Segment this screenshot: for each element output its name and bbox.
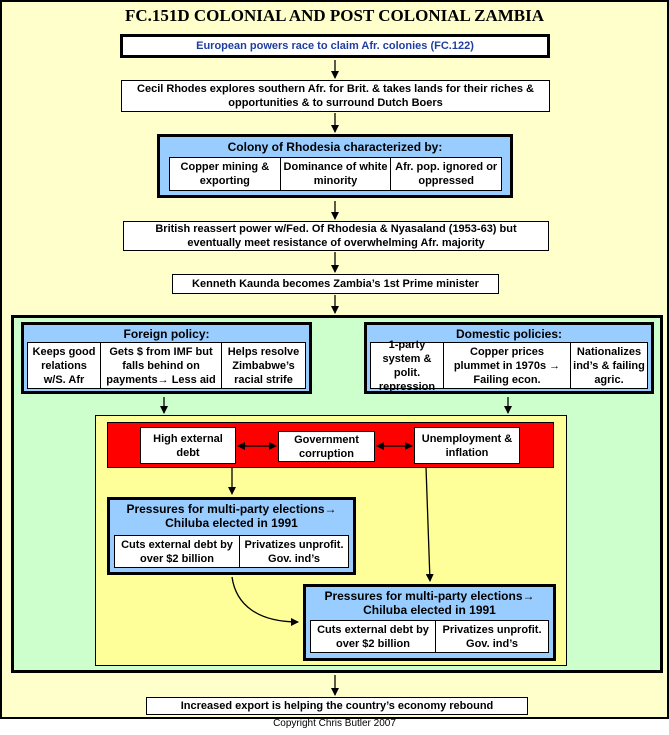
unemployment-inflation-box: Unemployment & inflation (414, 427, 520, 464)
foreign-cell-imf: Gets $ from IMF but falls behind on paym… (101, 343, 222, 388)
cecil-rhodes-box: Cecil Rhodes explores southern Afr. for … (121, 80, 550, 112)
rhodesia-panel: Colony of Rhodesia characterized by: Cop… (157, 134, 513, 198)
arrow-unemployment-to-pressures (425, 466, 434, 582)
foreign-cell-zimbabwe: Helps resolve Zimbabwe’s racial strife (227, 345, 300, 386)
domestic-cell-copper-prices: Copper prices plummet in 1970s → Failing… (444, 343, 571, 388)
rhodesia-cells: Copper mining & exporting Dominance of w… (169, 157, 502, 191)
pressures-1-cell-debt: Cuts external debt by over $2 billion (115, 536, 240, 567)
pressures-panel-2: Pressures for multi-party elections→ Chi… (303, 584, 556, 661)
foreign-policy-panel: Foreign policy: Keeps good relations w/S… (21, 322, 312, 394)
kaunda-box: Kenneth Kaunda becomes Zambia’s 1st Prim… (172, 274, 499, 294)
high-external-debt-box: High external debt (140, 427, 236, 464)
domestic-policies-cells: 1-party system & polit. repression Coppe… (370, 339, 648, 393)
copyright-footer: Copyright Chris Butler 2007 (273, 718, 396, 729)
rhodesia-cell-afr-pop: Afr. pop. ignored or oppressed (395, 161, 498, 187)
domestic-policies-title: Domestic policies: (455, 327, 563, 341)
foreign-policy-cells: Keeps good relations w/S. Afr Gets $ fro… (27, 342, 306, 389)
british-federation-box: British reassert power w/Fed. Of Rhodesi… (123, 221, 549, 251)
government-corruption-box: Government corruption (278, 431, 375, 462)
rhodesia-cell-copper: Copper mining & exporting (170, 158, 281, 190)
pressures-2-cell-privatizes: Privatizes unprofit. Gov. ind’s (442, 623, 542, 650)
foreign-cell-sa-relations: Keeps good relations w/S. Afr (28, 343, 101, 388)
rhodesia-cell-white-minority: Dominance of white minority (281, 158, 392, 190)
export-rebound-box: Increased export is helping the country’… (146, 697, 528, 715)
pressures-2-cell-debt: Cuts external debt by over $2 billion (311, 621, 436, 652)
pressures-panel-1: Pressures for multi-party elections→ Chi… (107, 497, 356, 575)
pressures-2-title: Pressures for multi-party elections→ Chi… (324, 589, 535, 617)
pressures-1-cells: Cuts external debt by over $2 billion Pr… (114, 535, 349, 568)
page-title: FC.151D COLONIAL AND POST COLONIAL ZAMBI… (124, 6, 545, 25)
foreign-policy-title: Foreign policy: (123, 327, 210, 341)
domestic-policies-panel: Domestic policies: 1-party system & poli… (364, 322, 654, 394)
pressures-2-cells: Cuts external debt by over $2 billion Pr… (310, 620, 549, 653)
pressures-1-title: Pressures for multi-party elections→ Chi… (126, 502, 337, 530)
arrow-pressures1-to-pressures2 (231, 576, 299, 626)
rhodesia-panel-title: Colony of Rhodesia characterized by: (227, 140, 443, 154)
pressures-1-cell-privatizes: Privatizes unprofit. Gov. ind’s (244, 538, 344, 565)
domestic-cell-nationalizes: Nationalizes ind’s & failing agric. (573, 345, 645, 386)
european-powers-box: European powers race to claim Afr. colon… (120, 34, 550, 58)
